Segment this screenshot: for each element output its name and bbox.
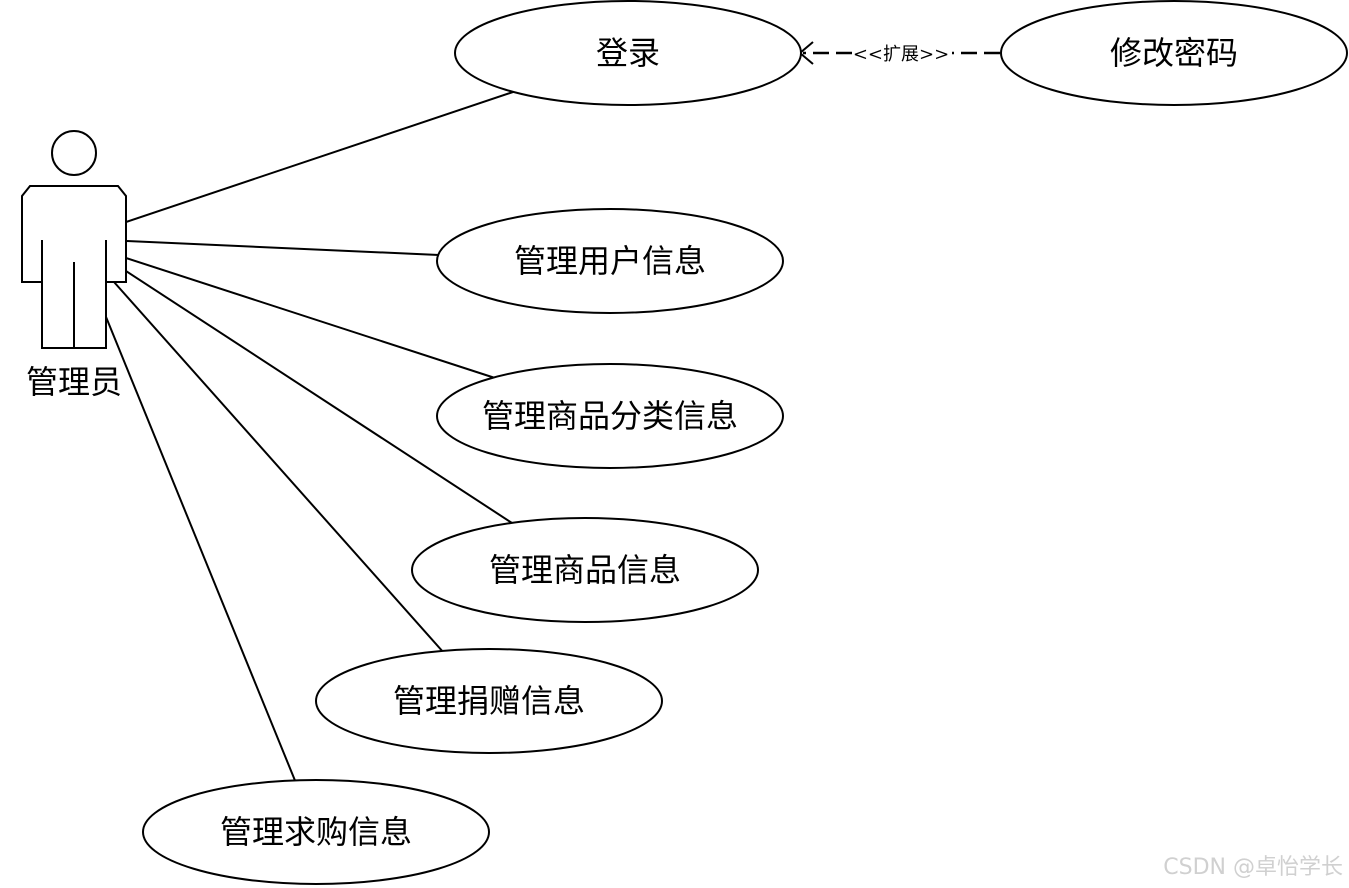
actor-label: 管理员 [26,363,122,401]
use-case-label-change-password: 修改密码 [1110,34,1238,72]
use-case-ellipse [436,208,784,314]
extend-label: <<扩展>> [853,44,949,65]
extend-relationship: <<扩展>> [798,41,1000,65]
use-case-manage-users: 管理用户信息 [436,208,784,314]
association-manage-products [125,270,513,524]
use-case-change-password: 修改密码 [1000,0,1348,106]
use-case-login: 登录 [454,0,802,106]
association-manage-users [125,240,440,256]
use-case-manage-purchase-requests: 管理求购信息 [142,779,490,885]
use-case-manage-products: 管理商品信息 [411,517,759,623]
use-case-ellipse [411,517,759,623]
association-manage-donations [113,281,445,654]
watermark: CSDN @卓怡学长 [1163,855,1343,880]
actor-head-icon [51,130,97,176]
use-case-label-login: 登录 [596,34,660,72]
use-case-ellipse [142,779,490,885]
association-manage-categories [125,257,496,379]
use-case-label-manage-purchase-requests: 管理求购信息 [220,813,412,851]
use-case-ellipse [1000,0,1348,106]
association-lines [103,90,517,784]
use-case-ellipse [454,0,802,106]
association-login [125,90,517,223]
actor-admin: 管理员 [21,130,127,401]
use-case-label-manage-users: 管理用户信息 [514,242,706,280]
use-case-manage-categories: 管理商品分类信息 [436,363,784,469]
use-case-label-manage-products: 管理商品信息 [489,551,681,589]
use-case-manage-donations: 管理捐赠信息 [315,648,663,754]
use-case-ellipse [315,648,663,754]
use-case-label-manage-categories: 管理商品分类信息 [482,397,738,435]
association-manage-purchase [103,311,297,784]
use-case-ellipse [436,363,784,469]
use-case-label-manage-donations: 管理捐赠信息 [393,682,585,720]
